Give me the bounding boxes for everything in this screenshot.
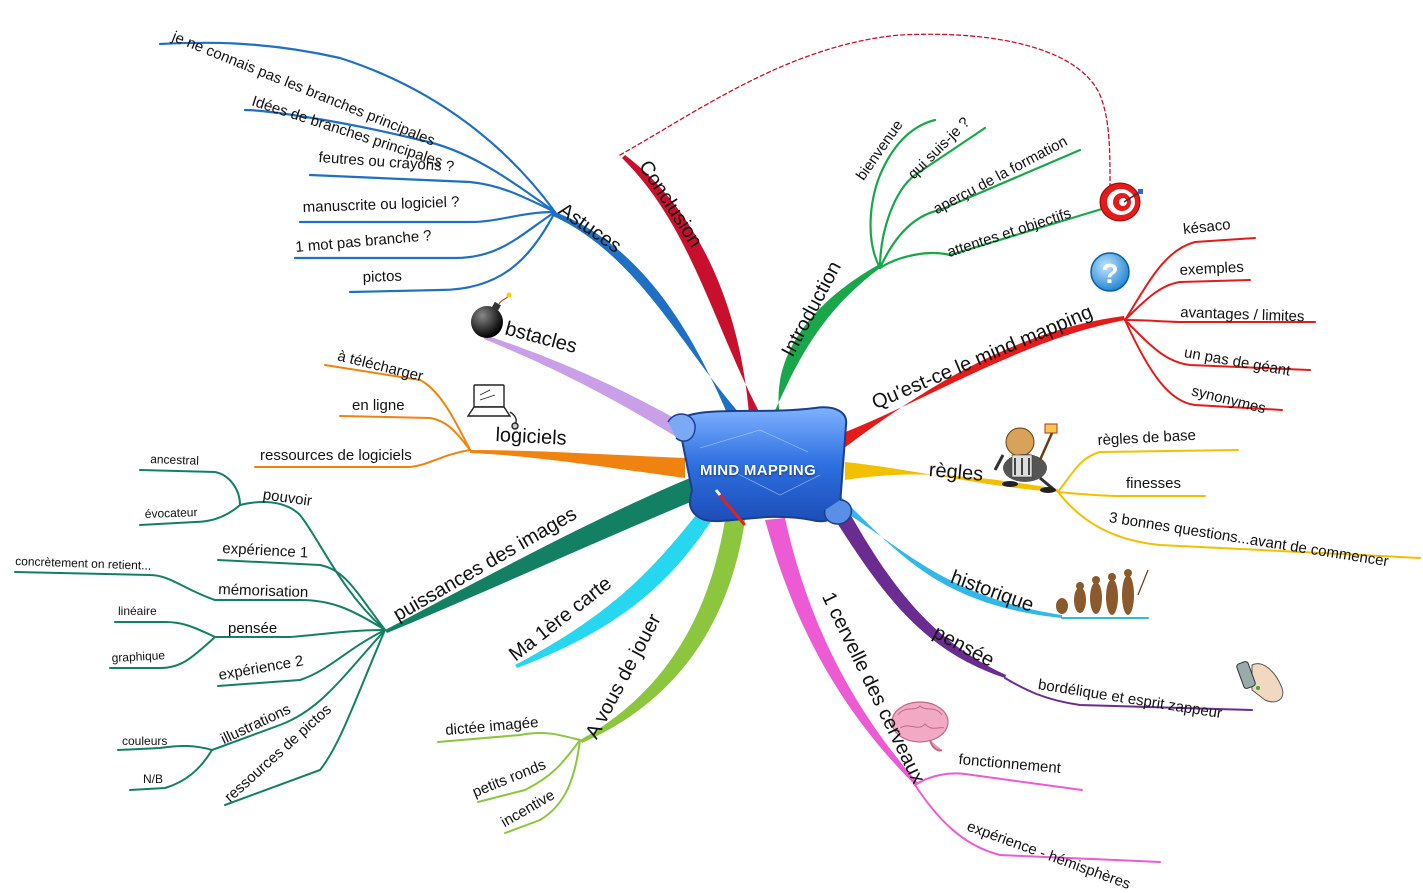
puissances-memorisation[interactable]: mémorisation [217,581,309,602]
branch-macarte [515,510,712,668]
branch-avous [580,520,745,743]
svg-text:?: ? [1101,258,1118,289]
puissances-experience1[interactable]: expérience 1 [221,540,309,562]
branch-obstacles [484,335,700,445]
main-branch-regles[interactable]: règles [927,459,985,486]
evolution-icon [1056,569,1149,615]
puissances-nb[interactable]: N/B [143,772,164,786]
puissances-evocateur[interactable]: évocateur [144,505,198,521]
laptop-icon [466,384,519,430]
branch-cervelle [765,518,918,785]
brain-icon [891,701,949,752]
regles-item-2[interactable]: finesses [1126,475,1182,492]
logiciels-item-2[interactable]: en ligne [352,397,405,414]
branch-pensee [830,505,1006,678]
puissances-lineaire[interactable]: linéaire [118,604,157,618]
branch-conclusion [622,155,770,432]
branch-questce [830,316,1125,455]
target-icon [1099,182,1143,222]
logiciels-item-3[interactable]: ressources de logiciels [260,447,412,464]
questce-item-2[interactable]: exemples [1179,258,1245,279]
branch-logiciels [470,450,685,478]
puissances-ancestral[interactable]: ancestral [149,452,200,468]
questce-item-3[interactable]: avantages / limites [1179,304,1305,326]
branch-astuces [553,212,755,432]
question-icon: ? [1090,252,1130,292]
puissances-graphique[interactable]: graphique [111,648,166,665]
branch-puissances [385,478,700,633]
main-branch-logiciels[interactable]: logiciels [494,424,568,450]
bomb-icon [471,292,512,338]
referee-icon [993,423,1058,493]
pencil-icon [714,489,746,526]
astuces-item-6[interactable]: pictos [362,267,403,286]
hand-phone-icon [1236,661,1284,703]
puissances-pensee[interactable]: pensée [228,620,278,637]
center-topic[interactable]: MIND MAPPING [699,462,817,479]
mind-map-canvas: ? [14,33,1421,863]
puissances-couleurs[interactable]: couleurs [122,734,168,748]
